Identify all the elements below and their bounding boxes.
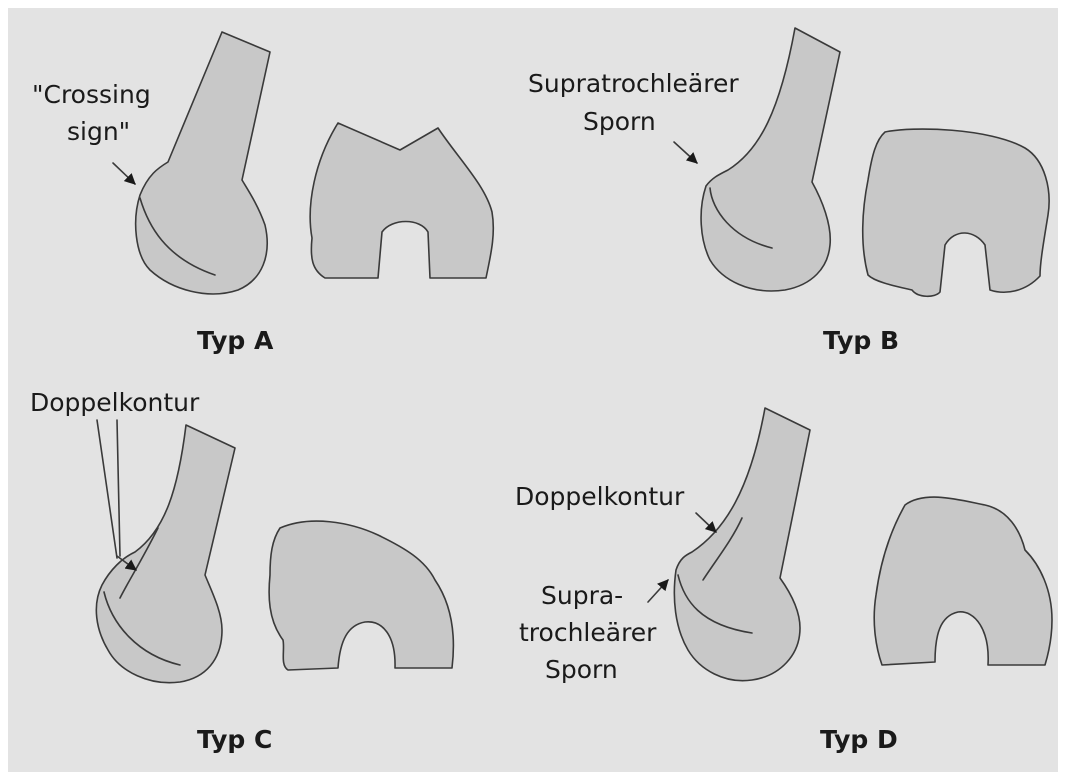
typ-a-arrow bbox=[113, 163, 135, 184]
typ-c-leader-line-1 bbox=[97, 420, 117, 558]
typ-b-arrow bbox=[674, 142, 697, 163]
typ-b-annotation-line2: Sporn bbox=[583, 107, 656, 136]
typ-a-femur-lateral bbox=[136, 32, 270, 294]
typ-d-annotation-doppelkontur: Doppelkontur bbox=[515, 482, 685, 511]
typ-a-title: Typ A bbox=[197, 326, 274, 355]
typ-b-annotation-line1: Supratrochleärer bbox=[528, 69, 739, 98]
typ-c-annotation: Doppelkontur bbox=[30, 388, 200, 417]
typ-a-group: "Crossing sign" Typ A bbox=[32, 32, 493, 355]
typ-d-annotation-sporn-line3: Sporn bbox=[545, 655, 618, 684]
typ-a-annotation-line2: sign" bbox=[67, 117, 130, 146]
typ-c-group: Doppelkontur Typ C bbox=[30, 388, 453, 754]
typ-b-femur-axial bbox=[863, 129, 1049, 296]
typ-d-annotation-sporn-line2: trochleärer bbox=[519, 618, 657, 647]
typ-b-femur-lateral bbox=[701, 28, 840, 291]
typ-d-title: Typ D bbox=[820, 725, 898, 754]
typ-d-annotation-sporn-line1: Supra- bbox=[541, 581, 623, 610]
typ-d-arrow-doppelkontur bbox=[696, 513, 716, 532]
typ-b-title: Typ B bbox=[823, 326, 899, 355]
typ-c-femur-axial bbox=[269, 521, 453, 670]
typ-a-annotation-line1: "Crossing bbox=[32, 80, 151, 109]
typ-c-leader-line-2 bbox=[117, 420, 120, 556]
typ-d-arrow-sporn bbox=[648, 580, 668, 602]
typ-c-title: Typ C bbox=[197, 725, 272, 754]
typ-a-femur-axial bbox=[310, 123, 493, 278]
typ-b-group: Supratrochleärer Sporn Typ B bbox=[528, 28, 1049, 355]
typ-d-femur-lateral bbox=[674, 408, 810, 681]
typ-d-femur-axial bbox=[874, 497, 1052, 665]
typ-d-group: Doppelkontur Supra- trochleärer Sporn Ty… bbox=[515, 408, 1052, 754]
